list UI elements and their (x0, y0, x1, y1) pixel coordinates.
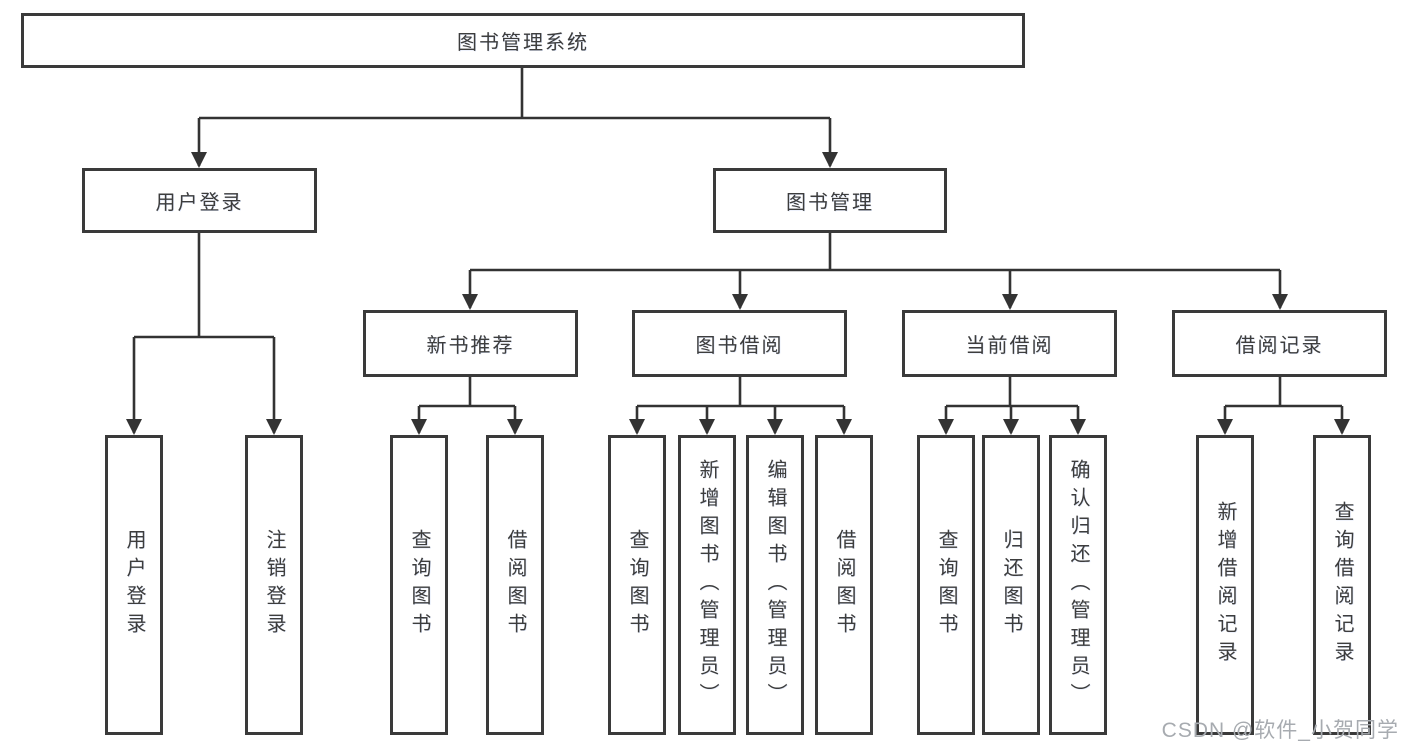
node-leaf-query-books-3-label: 查询图书 (935, 529, 957, 641)
node-user-login: 用户登录 (82, 168, 317, 233)
node-leaf-query-books-1: 查询图书 (390, 435, 448, 735)
csdn-watermark: CSDN @软件_小贺同学 (1161, 719, 1399, 742)
node-leaf-return-books-label: 归还图书 (1000, 529, 1022, 641)
node-book-borrow: 图书借阅 (632, 310, 847, 377)
node-book-mgmt-label: 图书管理 (786, 192, 874, 214)
node-leaf-edit-books-admin-label: 编辑图书（管理员） (764, 459, 786, 711)
node-leaf-confirm-return-admin: 确认归还（管理员） (1049, 435, 1107, 735)
node-book-borrow-label: 图书借阅 (695, 335, 784, 357)
node-borrow-record: 借阅记录 (1172, 310, 1387, 377)
node-leaf-borrow-books-1: 借阅图书 (486, 435, 544, 735)
node-borrow-record-label: 借阅记录 (1235, 335, 1324, 357)
node-leaf-query-books-1-label: 查询图书 (408, 529, 430, 641)
node-current-borrow-label: 当前借阅 (965, 335, 1054, 357)
node-leaf-query-books-3: 查询图书 (917, 435, 975, 735)
node-current-borrow: 当前借阅 (902, 310, 1117, 377)
node-new-book-rec: 新书推荐 (363, 310, 578, 377)
node-leaf-query-books-2-label: 查询图书 (626, 529, 648, 641)
node-leaf-query-borrow-record-label: 查询借阅记录 (1331, 501, 1353, 669)
node-book-mgmt: 图书管理 (713, 168, 947, 233)
node-root: 图书管理系统 (21, 13, 1025, 68)
node-leaf-add-borrow-record: 新增借阅记录 (1196, 435, 1254, 735)
node-leaf-user-login: 用户登录 (105, 435, 163, 735)
node-leaf-edit-books-admin: 编辑图书（管理员） (746, 435, 804, 735)
node-leaf-return-books: 归还图书 (982, 435, 1040, 735)
node-leaf-borrow-books-1-label: 借阅图书 (504, 529, 526, 641)
node-leaf-logout: 注销登录 (245, 435, 303, 735)
node-leaf-query-books-2: 查询图书 (608, 435, 666, 735)
node-new-book-rec-label: 新书推荐 (426, 335, 515, 357)
node-leaf-logout-label: 注销登录 (263, 529, 285, 641)
node-leaf-query-borrow-record: 查询借阅记录 (1313, 435, 1371, 735)
node-leaf-borrow-books-2-label: 借阅图书 (833, 529, 855, 641)
node-leaf-confirm-return-admin-label: 确认归还（管理员） (1067, 459, 1089, 711)
node-user-login-label: 用户登录 (155, 192, 244, 214)
node-leaf-borrow-books-2: 借阅图书 (815, 435, 873, 735)
node-leaf-user-login-label: 用户登录 (123, 529, 145, 641)
node-leaf-add-books-admin-label: 新增图书（管理员） (696, 459, 718, 711)
node-root-label: 图书管理系统 (457, 32, 589, 54)
node-leaf-add-books-admin: 新增图书（管理员） (678, 435, 736, 735)
node-leaf-add-borrow-record-label: 新增借阅记录 (1214, 501, 1236, 669)
